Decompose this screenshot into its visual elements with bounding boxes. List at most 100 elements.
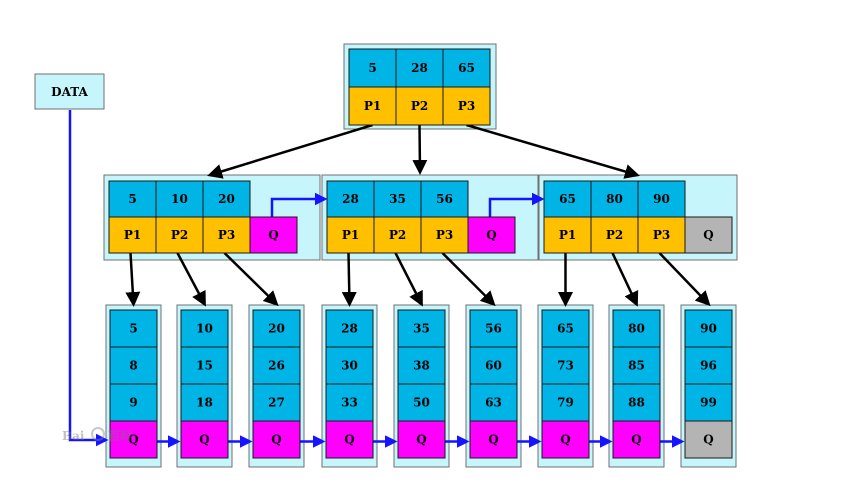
internal-1-p2-arrow bbox=[176, 252, 206, 307]
leaf-9-next-pointer-label: Q bbox=[703, 433, 713, 447]
leaf-4-key-30-label: 30 bbox=[341, 359, 358, 373]
internal-1-ptr-p1-label: P1 bbox=[124, 228, 141, 242]
internal-1-next-pointer: Q bbox=[249, 216, 298, 254]
leaf-6-key-63: 63 bbox=[469, 383, 518, 422]
internal-2-ptr-p1: P1 bbox=[326, 216, 375, 254]
leaf-2-next-pointer-label: Q bbox=[199, 433, 209, 447]
internal-1-p3-arrow bbox=[223, 252, 279, 307]
leaf-7-key-79: 79 bbox=[541, 383, 590, 422]
leaf-6-key-63-label: 63 bbox=[485, 396, 502, 410]
leaf-1-key-8-label: 8 bbox=[129, 359, 137, 373]
internal-3-p2-arrow bbox=[611, 252, 639, 307]
internal-1-ptr-p2: P2 bbox=[155, 216, 204, 254]
internal-2-p1-arrow bbox=[341, 252, 357, 307]
internal-3-ptr-p3-label: P3 bbox=[653, 228, 670, 242]
internal-2-ptr-p2: P2 bbox=[373, 216, 422, 254]
internal-2-key-28-label: 28 bbox=[342, 192, 359, 206]
internal-1-next-pointer-label: Q bbox=[268, 228, 278, 242]
leaf-6-key-60-label: 60 bbox=[485, 359, 502, 373]
root-key-28: 28 bbox=[395, 48, 444, 88]
leaf-5-key-38-label: 38 bbox=[413, 359, 430, 373]
internal-3-key-80: 80 bbox=[590, 180, 639, 218]
internal-3-next-pointer: Q bbox=[684, 216, 733, 254]
root-key-65-label: 65 bbox=[458, 61, 475, 75]
internal-1-ptr-p3: P3 bbox=[202, 216, 251, 254]
leaf-3-next-pointer: Q bbox=[252, 420, 301, 459]
root-ptr-p2: P2 bbox=[395, 86, 444, 126]
leaf-8-key-88-label: 88 bbox=[628, 396, 645, 410]
internal-1-p1-arrow bbox=[125, 252, 141, 307]
internal-2-key-56: 56 bbox=[420, 180, 469, 218]
leaf-4-key-28-label: 28 bbox=[341, 322, 358, 336]
internal-2-ptr-p1-label: P1 bbox=[342, 228, 359, 242]
internal-2-link-arrow bbox=[488, 192, 545, 217]
leaf-4-key-30: 30 bbox=[325, 346, 374, 385]
internal-3-ptr-p1: P1 bbox=[543, 216, 592, 254]
internal-1-key-5: 5 bbox=[108, 180, 157, 218]
data-entry-arrow bbox=[68, 110, 109, 447]
leaf-3-key-27-label: 27 bbox=[268, 396, 285, 410]
leaf-7-next-pointer: Q bbox=[541, 420, 590, 459]
root-p2-arrow bbox=[412, 124, 428, 175]
leaf-2-key-18-label: 18 bbox=[196, 396, 213, 410]
leaf-6-next-pointer: Q bbox=[469, 420, 518, 459]
leaf-5-key-35-label: 35 bbox=[413, 322, 430, 336]
leaf-6-next-pointer-label: Q bbox=[488, 433, 498, 447]
leaf-8-next-pointer-label: Q bbox=[631, 433, 641, 447]
leaf-6-key-56-label: 56 bbox=[485, 322, 502, 336]
leaf-8-key-80-label: 80 bbox=[628, 322, 645, 336]
internal-2-p3-arrow bbox=[441, 252, 496, 307]
internal-1-ptr-p3-label: P3 bbox=[218, 228, 235, 242]
watermark-text: 百科 bbox=[108, 428, 132, 443]
leaf-8-next-pointer: Q bbox=[612, 420, 661, 459]
leaf-5-key-50: 50 bbox=[397, 383, 446, 422]
internal-3-key-80-label: 80 bbox=[606, 192, 623, 206]
leaf-6-key-60: 60 bbox=[469, 346, 518, 385]
leaf-4-key-33-label: 33 bbox=[341, 396, 358, 410]
leaf-8-key-88: 88 bbox=[612, 383, 661, 422]
leaf-7-key-73: 73 bbox=[541, 346, 590, 385]
internal-3-key-65: 65 bbox=[543, 180, 592, 218]
leaf-1-key-8: 8 bbox=[109, 346, 158, 385]
internal-1-key-10: 10 bbox=[155, 180, 204, 218]
internal-2-ptr-p3: P3 bbox=[420, 216, 469, 254]
leaf-5-key-50-label: 50 bbox=[413, 396, 430, 410]
leaf-1-key-9-label: 9 bbox=[129, 396, 137, 410]
svg-text:Bai: Bai bbox=[62, 429, 85, 443]
leaf-1-next-pointer-label: Q bbox=[128, 433, 138, 447]
leaf-3-next-pointer-label: Q bbox=[271, 433, 281, 447]
leaf-4-next-pointer-label: Q bbox=[344, 433, 354, 447]
leaf-1-key-9: 9 bbox=[109, 383, 158, 422]
internal-3-ptr-p2: P2 bbox=[590, 216, 639, 254]
leaf-5-key-35: 35 bbox=[397, 309, 446, 348]
leaf-9-key-99: 99 bbox=[684, 383, 733, 422]
internal-2-key-35-label: 35 bbox=[389, 192, 406, 206]
leaf-1-key-5: 5 bbox=[109, 309, 158, 348]
root-key-5-label: 5 bbox=[368, 61, 376, 75]
root-ptr-p3-label: P3 bbox=[458, 99, 475, 113]
internal-1-key-5-label: 5 bbox=[128, 192, 136, 206]
leaf-1-key-5-label: 5 bbox=[129, 322, 137, 336]
internal-3-ptr-p3: P3 bbox=[637, 216, 686, 254]
internal-2-key-56-label: 56 bbox=[436, 192, 453, 206]
internal-3-p3-arrow bbox=[658, 252, 711, 307]
leaf-8-key-85-label: 85 bbox=[628, 359, 645, 373]
leaf-2-key-18: 18 bbox=[180, 383, 229, 422]
leaf-9-key-96: 96 bbox=[684, 346, 733, 385]
leaf-4-key-28: 28 bbox=[325, 309, 374, 348]
internal-2-ptr-p3-label: P3 bbox=[436, 228, 453, 242]
watermark: Bai 百科 bbox=[62, 427, 132, 443]
internal-2-next-pointer: Q bbox=[467, 216, 516, 254]
leaf-3-key-20-label: 20 bbox=[268, 322, 285, 336]
internal-2-key-35: 35 bbox=[373, 180, 422, 218]
leaf-8-key-85: 85 bbox=[612, 346, 661, 385]
leaf-9-key-96-label: 96 bbox=[700, 359, 717, 373]
leaf-2-next-pointer: Q bbox=[180, 420, 229, 459]
leaf-5-next-pointer: Q bbox=[397, 420, 446, 459]
leaf-9-next-pointer: Q bbox=[684, 420, 733, 459]
leaf-4-key-33: 33 bbox=[325, 383, 374, 422]
leaf-7-key-65-label: 65 bbox=[557, 322, 574, 336]
root-key-65: 65 bbox=[442, 48, 491, 88]
root-ptr-p1: P1 bbox=[348, 86, 397, 126]
